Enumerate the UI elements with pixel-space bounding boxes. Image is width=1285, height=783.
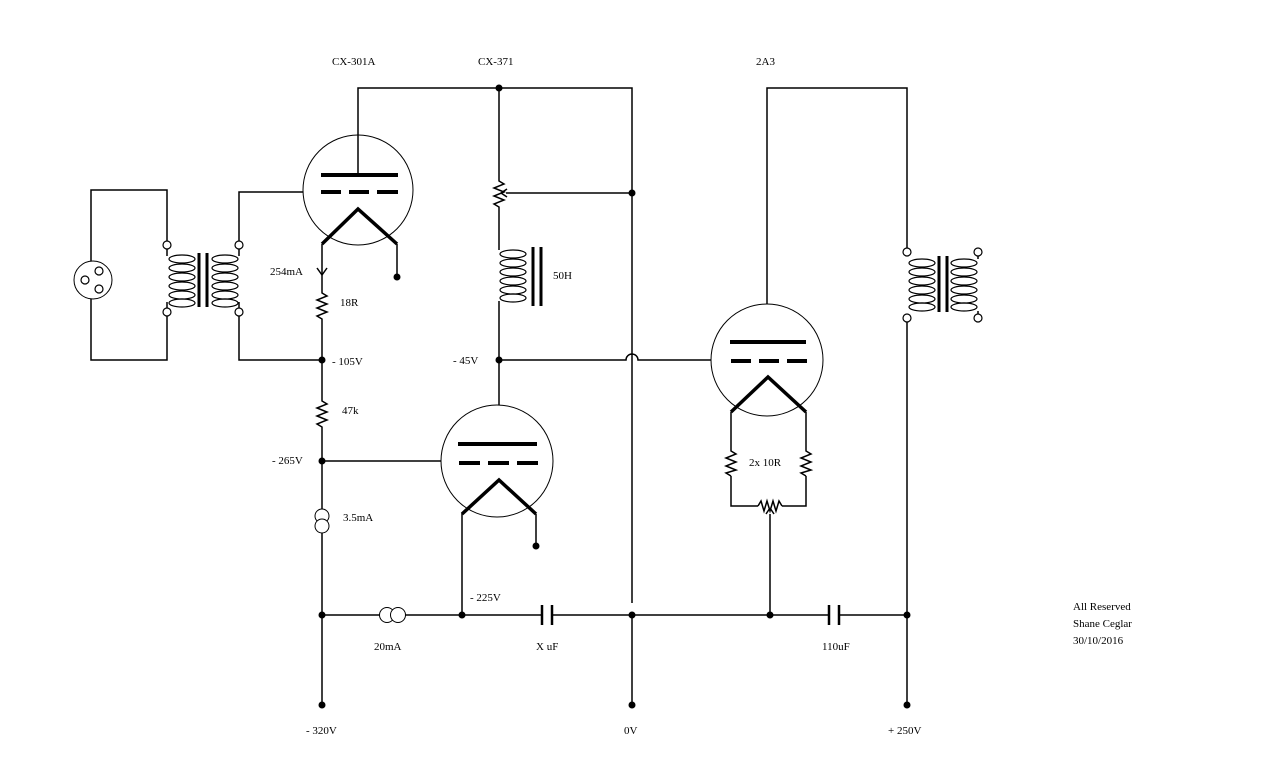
resistor-2a3-right — [798, 448, 814, 477]
resistor-47k — [314, 398, 330, 430]
wires — [90, 87, 908, 705]
current-source-3.5ma — [314, 508, 330, 536]
voltage-label-105v: - 105V — [332, 356, 363, 368]
voltage-label-265v: - 265V — [272, 455, 303, 467]
ccs-label-20ma: 20mA — [374, 641, 402, 653]
rail-label-positive: + 250V — [888, 725, 921, 737]
credit-line-1: All Reserved — [1073, 601, 1131, 613]
capacitor-label-110uf: 110uF — [822, 641, 850, 653]
credit-line-3: 30/10/2016 — [1073, 635, 1124, 647]
potentiometer-hum-balance — [757, 498, 783, 515]
tube-label-cx371: CX-371 — [478, 56, 513, 68]
ccs-label-3.5ma: 3.5mA — [343, 512, 373, 524]
tube-cx301a — [302, 134, 414, 281]
resistor-18r — [314, 290, 330, 322]
tube-label-2a3: 2A3 — [756, 56, 775, 68]
voltage-label-225v: - 225V — [470, 592, 501, 604]
labels: CX-301A CX-371 2A3 254mA 18R - 105V 47k … — [270, 56, 1132, 737]
tube-label-cx301a: CX-301A — [332, 56, 375, 68]
rail-label-negative: - 320V — [306, 725, 337, 737]
current-label-254ma: 254mA — [270, 266, 303, 278]
capacitor-x-uf — [540, 605, 554, 625]
resistor-2a3-left — [723, 448, 739, 477]
capacitor-110uf — [827, 605, 841, 625]
resistor-label-18r: 18R — [340, 297, 359, 309]
potentiometer-plate — [491, 178, 508, 212]
rail-label-zero: 0V — [624, 725, 638, 737]
current-source-20ma — [379, 607, 406, 623]
tube-cx371 — [440, 404, 554, 550]
output-transformer — [902, 247, 983, 323]
capacitor-label-x-uf: X uF — [536, 641, 558, 653]
resistor-label-47k: 47k — [342, 405, 359, 417]
xlr-input-connector — [73, 260, 113, 300]
voltage-label-45v: - 45V — [453, 355, 478, 367]
resistor-label-2x10r: 2x 10R — [749, 457, 782, 469]
tube-2a3 — [710, 303, 824, 417]
input-transformer — [162, 240, 244, 317]
choke-50h — [498, 243, 543, 308]
credit-line-2: Shane Ceglar — [1073, 618, 1132, 630]
junction-dots — [318, 84, 911, 709]
choke-label-50h: 50H — [553, 270, 572, 282]
